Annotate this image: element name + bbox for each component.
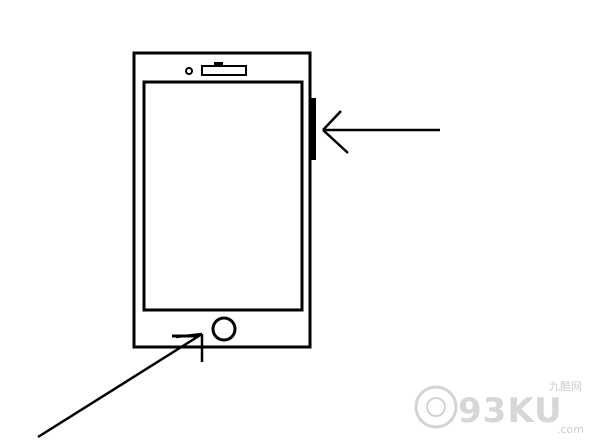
speaker-grill bbox=[201, 65, 247, 76]
arrow-to-power-button bbox=[322, 110, 440, 154]
watermark-emblem-icon bbox=[414, 385, 458, 429]
watermark-brand-main: 93KU bbox=[458, 391, 563, 431]
watermark-brand-suffix: .com bbox=[557, 423, 584, 436]
watermark-logo: 93KU 九酷网 .com bbox=[414, 380, 584, 436]
home-button bbox=[211, 316, 237, 342]
watermark-brand-cn: 九酷网 bbox=[549, 380, 582, 393]
phone-screen bbox=[142, 80, 304, 312]
power-button bbox=[309, 98, 316, 160]
speaker-notch bbox=[214, 62, 223, 67]
arrow-to-home-button bbox=[37, 332, 204, 439]
phone-body bbox=[132, 51, 312, 349]
front-camera-icon bbox=[185, 67, 193, 75]
